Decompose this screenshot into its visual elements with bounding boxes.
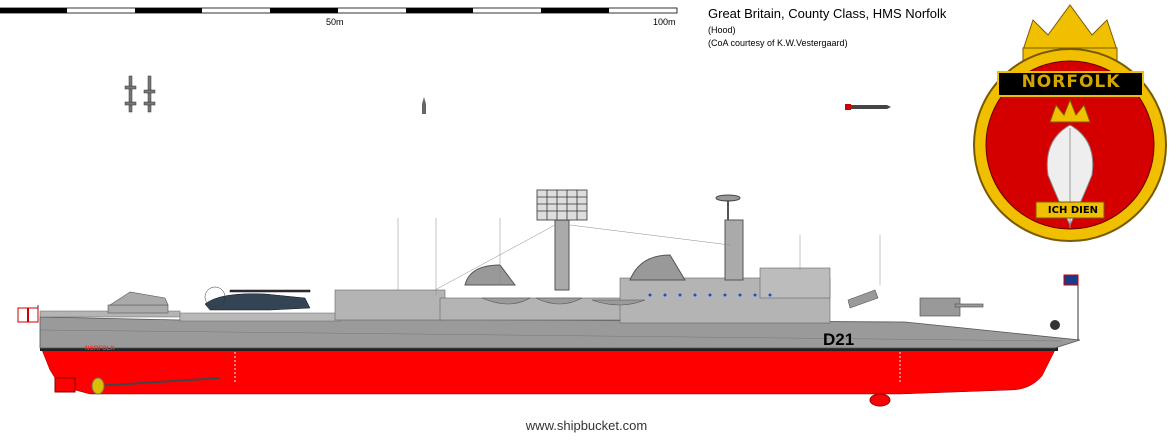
- boats: [481, 297, 646, 306]
- ship-profile: [17, 189, 1081, 407]
- crest-name-ribbon: [997, 71, 1144, 97]
- scale-bar: 50m 100m: [0, 0, 700, 30]
- ship-crest: [973, 4, 1167, 242]
- sonar-dome: [869, 393, 891, 407]
- radar-965: [536, 189, 588, 221]
- scale-label-50m: 50m: [326, 17, 344, 27]
- propeller: [91, 377, 105, 395]
- mainmast: [554, 219, 570, 291]
- boot-topping: [40, 346, 1058, 351]
- antifouling-hull: [41, 349, 1056, 395]
- exocet-launchers: [847, 289, 879, 309]
- credit-line: (CoA courtesy of K.W.Vestergaard): [708, 38, 848, 48]
- funnel-aft: [464, 264, 516, 286]
- crest-name: NORFOLK: [1021, 72, 1121, 92]
- helicopter: [204, 286, 311, 311]
- rigging: [397, 218, 881, 295]
- watermark: www.shipbucket.com: [525, 418, 648, 433]
- grey-hull: [39, 316, 1081, 349]
- stern-nameplate: NORFOLK: [85, 346, 115, 352]
- foremast: [724, 219, 744, 281]
- hull-number: D21: [823, 330, 855, 349]
- missile-icons: [124, 75, 156, 113]
- sea-slug-launcher: [107, 291, 169, 314]
- page-subtitle: (Hood): [708, 25, 736, 35]
- scale-label-100m: 100m: [653, 17, 676, 27]
- seacat-missile-icon: [422, 97, 426, 114]
- scale-bar-graphic: [0, 7, 678, 14]
- small-crown-icon: [1049, 98, 1091, 123]
- bridge: [759, 267, 831, 299]
- crest-motto: ICH DIEN: [1047, 205, 1099, 216]
- gun-turret: [919, 297, 984, 317]
- motto-ribbon: [1035, 201, 1105, 219]
- rudder: [54, 377, 76, 393]
- portholes: [648, 293, 772, 297]
- ensign-stern: [17, 305, 39, 323]
- page-title: Great Britain, County Class, HMS Norfolk: [708, 6, 947, 21]
- anchor-hawse: [1050, 320, 1060, 330]
- exocet-missile-icon: [845, 104, 891, 110]
- hangar: [179, 312, 341, 322]
- jack-bow: [1063, 274, 1079, 340]
- superstructure-aft: [334, 289, 446, 321]
- title-block: Great Britain, County Class, HMS Norfolk…: [708, 6, 988, 48]
- funnel-fwd: [629, 254, 686, 281]
